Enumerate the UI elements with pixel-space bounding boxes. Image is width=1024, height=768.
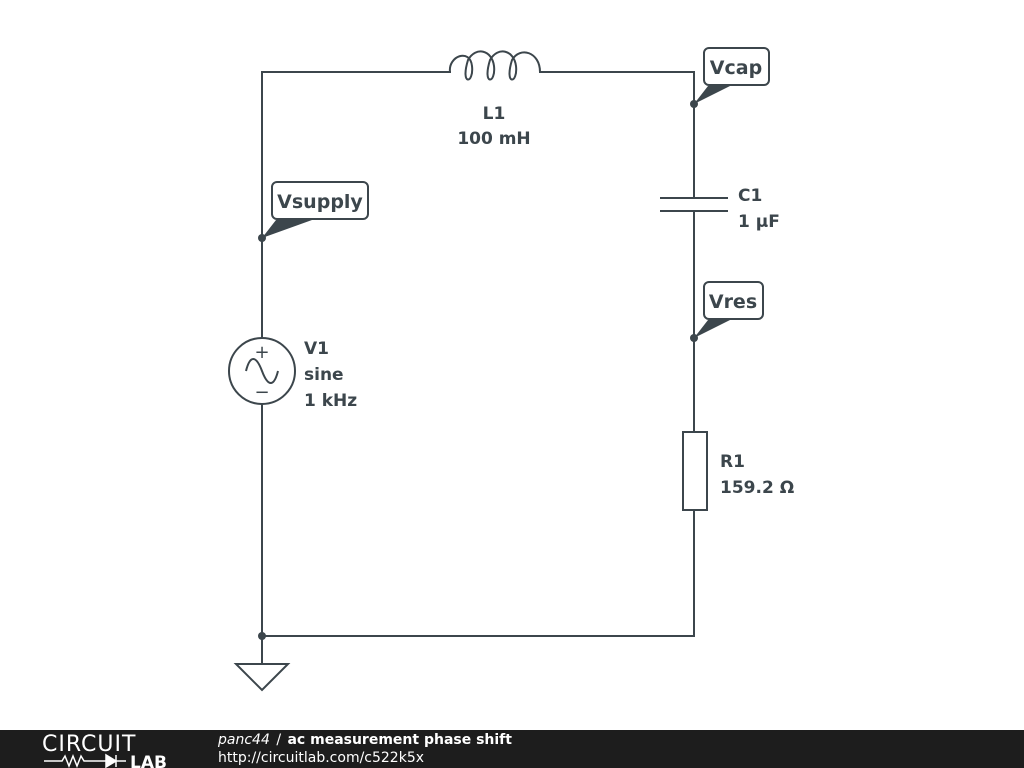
ground-symbol[interactable] (233, 632, 291, 692)
logo-text-bottom: LAB (130, 753, 167, 768)
probe-vres-node (690, 334, 698, 342)
probe-vcap-pointer (694, 86, 730, 104)
sine-wave-icon (245, 358, 279, 384)
logo-text-top: CIRCUIT (42, 732, 136, 757)
footer-url-link[interactable]: http://circuitlab.com/c522k5x (218, 750, 425, 766)
source-ref: V1 (304, 339, 329, 359)
logo-resistor-icon (44, 753, 96, 768)
source-plus: + (254, 342, 269, 363)
probe-vcap-label: Vcap (710, 57, 762, 79)
wires (261, 71, 695, 665)
ground-icon (233, 663, 291, 692)
resistor-r1[interactable]: R1 159.2 Ω (682, 431, 794, 511)
capacitor-ref: C1 (738, 186, 762, 206)
resistor-value: 159.2 Ω (720, 478, 794, 498)
capacitor-c1[interactable]: C1 1 µF (660, 186, 780, 232)
probe-vsupply-box (271, 181, 369, 220)
inductor-l1[interactable]: L1 100 mH (448, 50, 541, 149)
probe-vcap-node (690, 100, 698, 108)
source-type: sine (304, 365, 344, 385)
probe-vres-label: Vres (709, 291, 757, 313)
probe-vres-box (703, 281, 764, 320)
logo-diode-icon (96, 753, 126, 768)
probe-vsupply-label: Vsupply (277, 191, 363, 213)
probe-vsupply[interactable]: Vsupply (258, 181, 369, 242)
probe-vcap[interactable]: Vcap (690, 47, 770, 108)
inductor-coil-icon (448, 50, 541, 81)
footer-attribution: panc44 / ac measurement phase shift (218, 732, 512, 749)
probe-vres-pointer (694, 320, 730, 338)
voltage-source-v1[interactable]: + − V1 sine 1 kHz (228, 337, 357, 411)
probe-vres[interactable]: Vres (690, 281, 764, 342)
inductor-ref: L1 (483, 104, 506, 124)
resistor-ref: R1 (720, 452, 745, 472)
circuitlab-logo[interactable]: CIRCUIT LAB (40, 730, 180, 768)
footer-user-link[interactable]: panc44 (218, 732, 270, 748)
inductor-value: 100 mH (457, 129, 530, 149)
footer-circuit-title[interactable]: ac measurement phase shift (287, 732, 512, 748)
capacitor-value: 1 µF (738, 212, 780, 232)
source-frequency: 1 kHz (304, 391, 357, 411)
source-circle (228, 337, 296, 405)
footer-bar: CIRCUIT LAB panc44 / ac measurement phas… (0, 730, 1024, 768)
probe-vsupply-node (258, 234, 266, 242)
probe-vcap-box (703, 47, 770, 86)
schematic-canvas[interactable]: L1 100 mH C1 1 µF R1 159.2 Ω + − V1 sine… (0, 0, 1024, 730)
source-minus: − (254, 382, 269, 403)
probe-vsupply-pointer (262, 220, 312, 238)
resistor-body (682, 431, 708, 511)
ground-node (258, 632, 266, 640)
footer-separator: / (276, 732, 282, 748)
